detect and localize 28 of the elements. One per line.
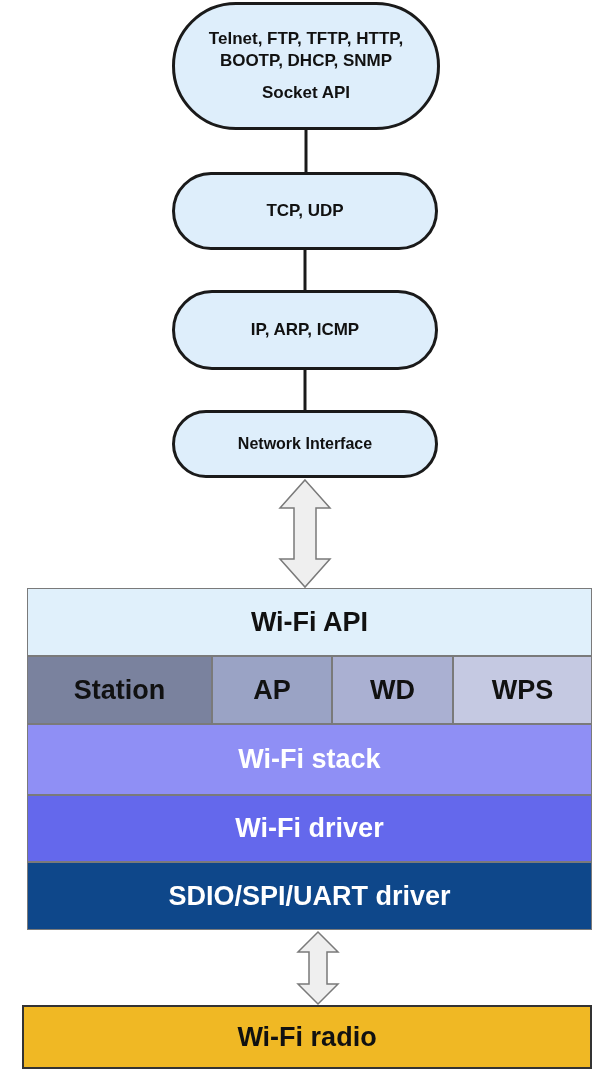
stack-layer: [27, 724, 592, 795]
layer-label: WD: [370, 674, 415, 706]
layer-label: Wi-Fi stack: [238, 744, 381, 775]
layer-label: AP: [253, 674, 291, 706]
radio-layer: [22, 1005, 592, 1069]
double-arrow: [296, 930, 340, 1006]
driver-layer: [27, 862, 592, 930]
protocol-list: Telnet, FTP, TFTP, HTTP, BOOTP, DHCP, SNMP: [191, 28, 421, 72]
layer-label: Socket API: [260, 82, 352, 104]
mode-layer: [212, 656, 332, 724]
layer-label: TCP, UDP: [266, 201, 344, 221]
mode-layer: [332, 656, 453, 724]
layer-label: Station: [73, 674, 166, 706]
api-layer: [27, 588, 592, 656]
mode-layer: [453, 656, 592, 724]
driver-layer: [27, 795, 592, 862]
connector-line: [303, 250, 307, 290]
layer-label: Wi-Fi API: [250, 606, 369, 638]
mode-layer: [27, 656, 212, 724]
connector-line: [304, 130, 308, 172]
layer-label: WPS: [491, 674, 554, 706]
layer-label: Wi-Fi driver: [235, 813, 384, 844]
layer-label: Wi-Fi radio: [237, 1021, 377, 1053]
layer-label: SDIO/SPI/UART driver: [168, 880, 451, 912]
layer-label: Network Interface: [237, 435, 373, 453]
connector-line: [303, 370, 307, 410]
layer-label: IP, ARP, ICMP: [250, 320, 360, 340]
double-arrow: [278, 478, 332, 589]
